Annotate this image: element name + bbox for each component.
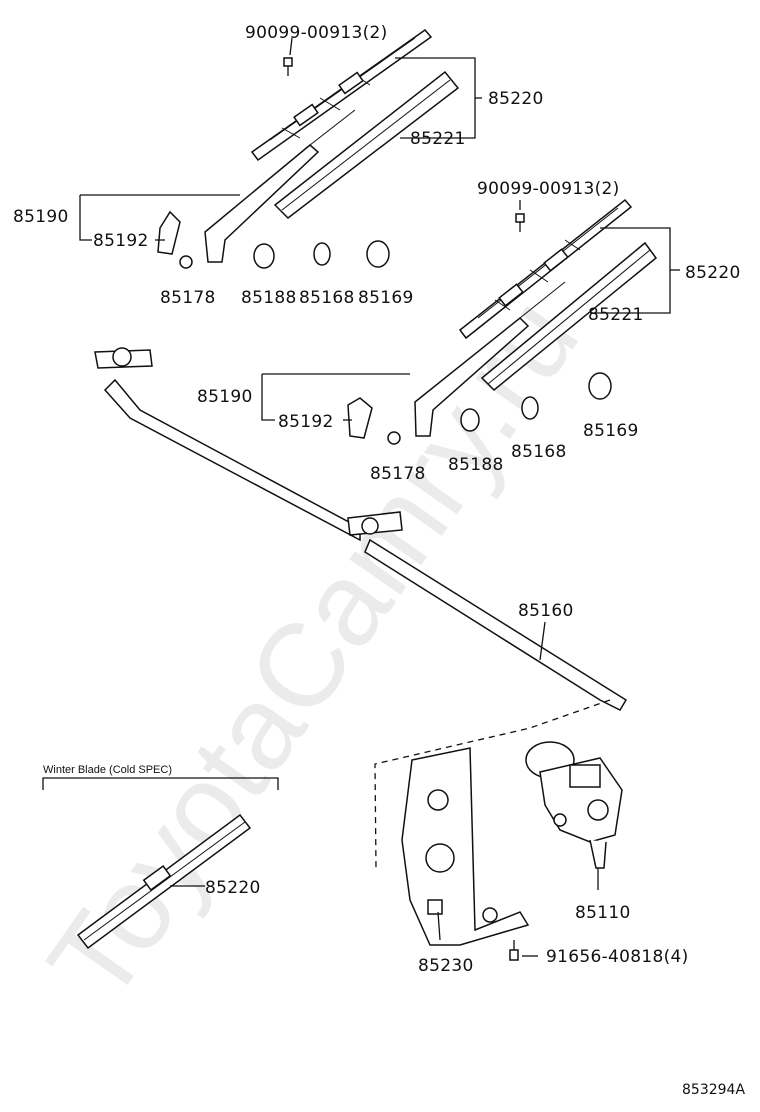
label-arm-top: 85190 <box>13 207 69 227</box>
label-nut-right: 85178 <box>370 464 426 484</box>
bolt-right[interactable] <box>515 213 525 232</box>
label-cap-168-top: 85168 <box>299 288 355 308</box>
winter-blade[interactable] <box>76 813 252 950</box>
label-cap-188-right: 85188 <box>448 455 504 475</box>
cover-right[interactable] <box>347 397 373 439</box>
label-cover-top: 85192 <box>93 231 149 251</box>
label-link: 85160 <box>518 601 574 621</box>
label-bracket: 85230 <box>418 956 474 976</box>
cap-85168-top[interactable] <box>313 242 331 266</box>
wiper-blade-top[interactable] <box>250 28 433 162</box>
cap-85169-right[interactable] <box>588 372 612 400</box>
wiper-arm-right[interactable] <box>414 281 566 437</box>
wiper-rubber-top[interactable] <box>273 70 460 219</box>
label-motor: 85110 <box>575 903 631 923</box>
winter-blade-heading: Winter Blade (Cold SPEC) <box>43 764 172 776</box>
cap-85188-right[interactable] <box>460 408 480 432</box>
label-cap-188-top: 85188 <box>241 288 297 308</box>
nut-top[interactable] <box>179 255 193 269</box>
label-bolt-right: 90099-00913(2) <box>477 179 620 199</box>
wiper-rubber-right[interactable] <box>480 241 658 392</box>
nut-right[interactable] <box>387 431 401 445</box>
bracket-bolt[interactable] <box>509 940 519 961</box>
cover-top[interactable] <box>157 210 181 255</box>
wiper-arm-top[interactable] <box>204 109 356 263</box>
label-rubber-top: 85221 <box>410 129 466 149</box>
label-cover-right: 85192 <box>278 412 334 432</box>
label-blade-top: 85220 <box>488 89 544 109</box>
label-winter-blade: 85220 <box>205 878 261 898</box>
link-assembly[interactable] <box>94 347 628 711</box>
label-arm-right: 85190 <box>197 387 253 407</box>
wiper-bracket[interactable] <box>401 747 530 946</box>
wiper-blade-right[interactable] <box>458 198 633 340</box>
label-blade-right: 85220 <box>685 263 741 283</box>
wiper-motor[interactable] <box>525 741 623 869</box>
label-rubber-right: 85221 <box>588 305 644 325</box>
label-cap-168-right: 85168 <box>511 442 567 462</box>
label-cap-169-top: 85169 <box>358 288 414 308</box>
label-bolt-top: 90099-00913(2) <box>245 23 388 43</box>
cap-85168-right[interactable] <box>521 396 539 420</box>
diagram-code: 853294A <box>682 1082 745 1098</box>
bolt-top[interactable] <box>283 57 293 76</box>
label-bracket-bolt: 91656-40818(4) <box>546 947 689 967</box>
label-cap-169-right: 85169 <box>583 421 639 441</box>
label-nut-top: 85178 <box>160 288 216 308</box>
cap-85188-top[interactable] <box>253 243 275 269</box>
cap-85169-top[interactable] <box>366 240 390 268</box>
